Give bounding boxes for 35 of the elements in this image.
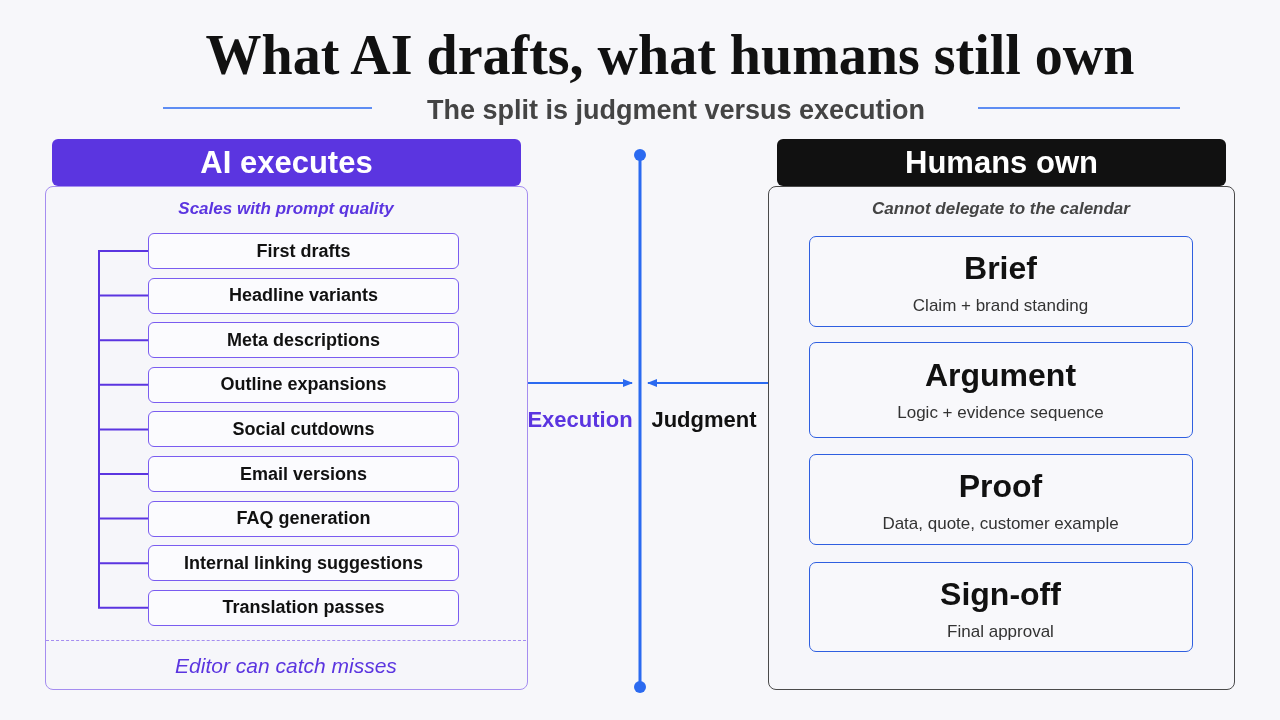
card [809, 236, 1193, 327]
connector-arrow [527, 379, 633, 387]
panel-subtitle: Scales with prompt quality [177, 198, 395, 220]
card-title: Proof [957, 467, 1044, 507]
panel-header: Humans own [777, 139, 1226, 186]
item-box: Meta descriptions [148, 322, 459, 359]
card-description: Logic + evidence sequence [896, 401, 1105, 424]
card-description: Data, quote, customer example [881, 512, 1120, 535]
panel-footer: Editor can catch misses [46, 651, 526, 681]
connector-arrow [647, 379, 769, 387]
panel-header: AI executes [52, 139, 521, 186]
item-box: Outline expansions [148, 366, 459, 403]
axis-label: Execution [530, 406, 630, 434]
card [809, 562, 1193, 652]
item-box: Email versions [148, 456, 459, 492]
axis-line [632, 148, 648, 694]
panel [768, 186, 1235, 690]
item-box: Social cutdowns [148, 411, 459, 448]
axis-label: Judgment [650, 406, 758, 434]
panel [45, 186, 528, 690]
card-title: Brief [963, 249, 1038, 289]
card-description: Final approval [946, 620, 1055, 643]
item-box: Headline variants [148, 277, 459, 314]
subtitle: The split is judgment versus execution [425, 93, 927, 127]
item-box: Translation passes [148, 589, 459, 626]
card-title: Argument [923, 356, 1078, 395]
item-box: Internal linking suggestions [148, 545, 459, 582]
item-box: First drafts [148, 233, 459, 269]
title: What AI drafts, what humans still own [204, 23, 1136, 88]
card-title: Sign-off [939, 575, 1062, 615]
card-description: Claim + brand standing [911, 294, 1090, 317]
card [809, 342, 1193, 438]
panel-subtitle: Cannot delegate to the calendar [871, 198, 1132, 220]
card [809, 454, 1193, 545]
item-box: FAQ generation [148, 500, 459, 537]
